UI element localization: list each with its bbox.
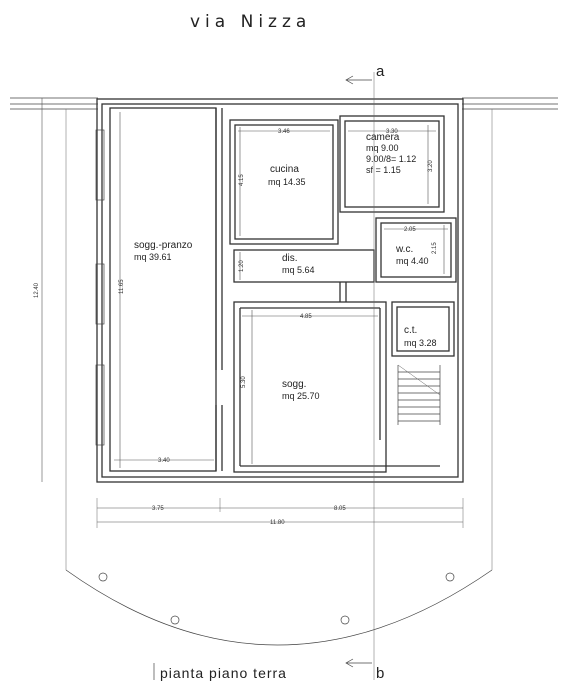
- dim-left-width: 3.75: [152, 506, 164, 512]
- drawing-title: pianta piano terra: [160, 665, 287, 681]
- section-line: [345, 72, 375, 680]
- room-soggiorno-pranzo-area: mq 39.61: [134, 252, 172, 262]
- outer-walls: [96, 98, 464, 483]
- room-cucina-area: mq 14.35: [268, 177, 306, 187]
- room-camera-sf: sf = 1.15: [366, 165, 401, 175]
- street-name: via Nizza: [190, 12, 311, 32]
- dim-total-width: 11.80: [270, 520, 285, 526]
- section-mark-b: b: [376, 665, 384, 682]
- dim-wc-width: 2.05: [404, 227, 416, 233]
- room-dis-area: mq 5.64: [282, 265, 315, 275]
- dimension-lines: [41, 98, 464, 528]
- room-soggiorno-area: mq 25.70: [282, 391, 320, 401]
- dim-camera-width: 3.30: [386, 129, 398, 135]
- dim-camera-height: 3.20: [428, 160, 434, 172]
- courtyard-arc: [65, 569, 493, 646]
- room-wc-name: w.c.: [395, 244, 413, 255]
- section-mark-a: a: [376, 63, 385, 80]
- camera-walls: [339, 115, 445, 213]
- cucina-walls: [229, 119, 339, 245]
- dim-right-width: 8.05: [334, 506, 346, 512]
- windows-left: [95, 129, 105, 446]
- dim-total-height: 12.40: [34, 282, 40, 298]
- dim-cucina-height: 4.15: [239, 174, 245, 186]
- room-camera-ratio: 9.00/8= 1.12: [366, 154, 416, 164]
- room-camera-area: mq 9.00: [366, 143, 399, 153]
- boundary-lines: [10, 97, 558, 570]
- room-dis-name: dis.: [282, 253, 298, 264]
- dis-walls: [233, 249, 375, 302]
- dim-pranzo-height: 11.65: [119, 279, 125, 294]
- dim-pranzo-width: 3.40: [158, 458, 170, 464]
- dim-sogg-width: 4.85: [300, 314, 312, 320]
- ct-walls: [391, 301, 455, 357]
- room-ct-area: mq 3.28: [404, 338, 437, 348]
- room-cucina-name: cucina: [270, 164, 299, 175]
- wc-walls: [375, 217, 457, 283]
- room-wc-area: mq 4.40: [396, 256, 429, 266]
- room-soggiorno-name: sogg.: [282, 379, 306, 390]
- room-ct-name: c.t.: [404, 325, 417, 336]
- dim-dis-height: 1.20: [239, 260, 245, 272]
- dim-cucina-width: 3.46: [278, 129, 290, 135]
- staircase: [397, 364, 441, 425]
- room-camera-name: camera: [366, 132, 400, 143]
- soggiorno-walls: [233, 301, 440, 473]
- bollards: [98, 572, 455, 625]
- room-soggiorno-pranzo-name: sogg.-pranzo: [134, 240, 193, 251]
- dim-sogg-height: 5.30: [241, 376, 247, 388]
- dim-wc-height: 2.15: [432, 242, 438, 254]
- sogg-pranzo-walls: [109, 107, 223, 472]
